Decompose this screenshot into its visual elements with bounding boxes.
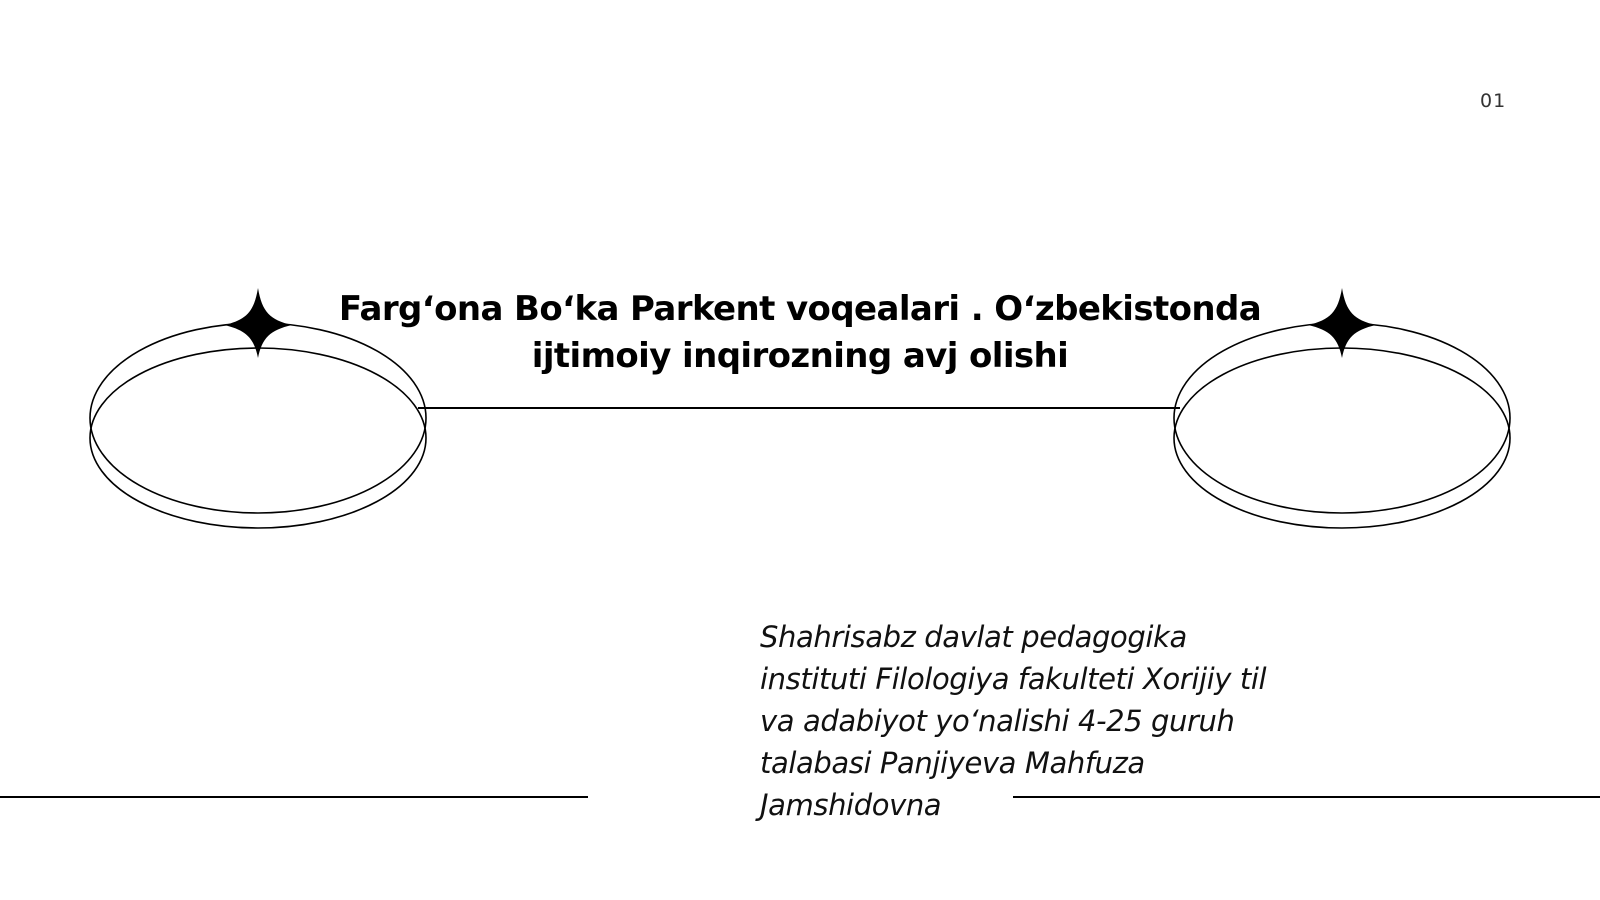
author-line-5: Jamshidovna — [760, 788, 942, 822]
author-line-2: instituti Filologiya fakulteti Xorijiy t… — [760, 662, 1267, 696]
author-line-4: talabasi Panjiyeva Mahfuza — [760, 746, 1145, 780]
author-info: Shahrisabz davlat pedagogika instituti F… — [760, 616, 1320, 826]
author-line-1: Shahrisabz davlat pedagogika — [760, 620, 1187, 654]
left-star-icon — [224, 288, 292, 358]
author-line-3: va adabiyot yo‘nalishi 4-25 guruh — [760, 704, 1235, 738]
page-number: 01 — [1480, 90, 1507, 112]
slide-title: Farg‘ona Bo‘ka Parkent voqealari . O‘zbe… — [300, 286, 1300, 380]
right-star-icon — [1308, 288, 1376, 358]
title-line-2: ijtimoiy inqirozning avj olishi — [531, 336, 1069, 376]
title-line-1: Farg‘ona Bo‘ka Parkent voqealari . O‘zbe… — [338, 289, 1262, 329]
